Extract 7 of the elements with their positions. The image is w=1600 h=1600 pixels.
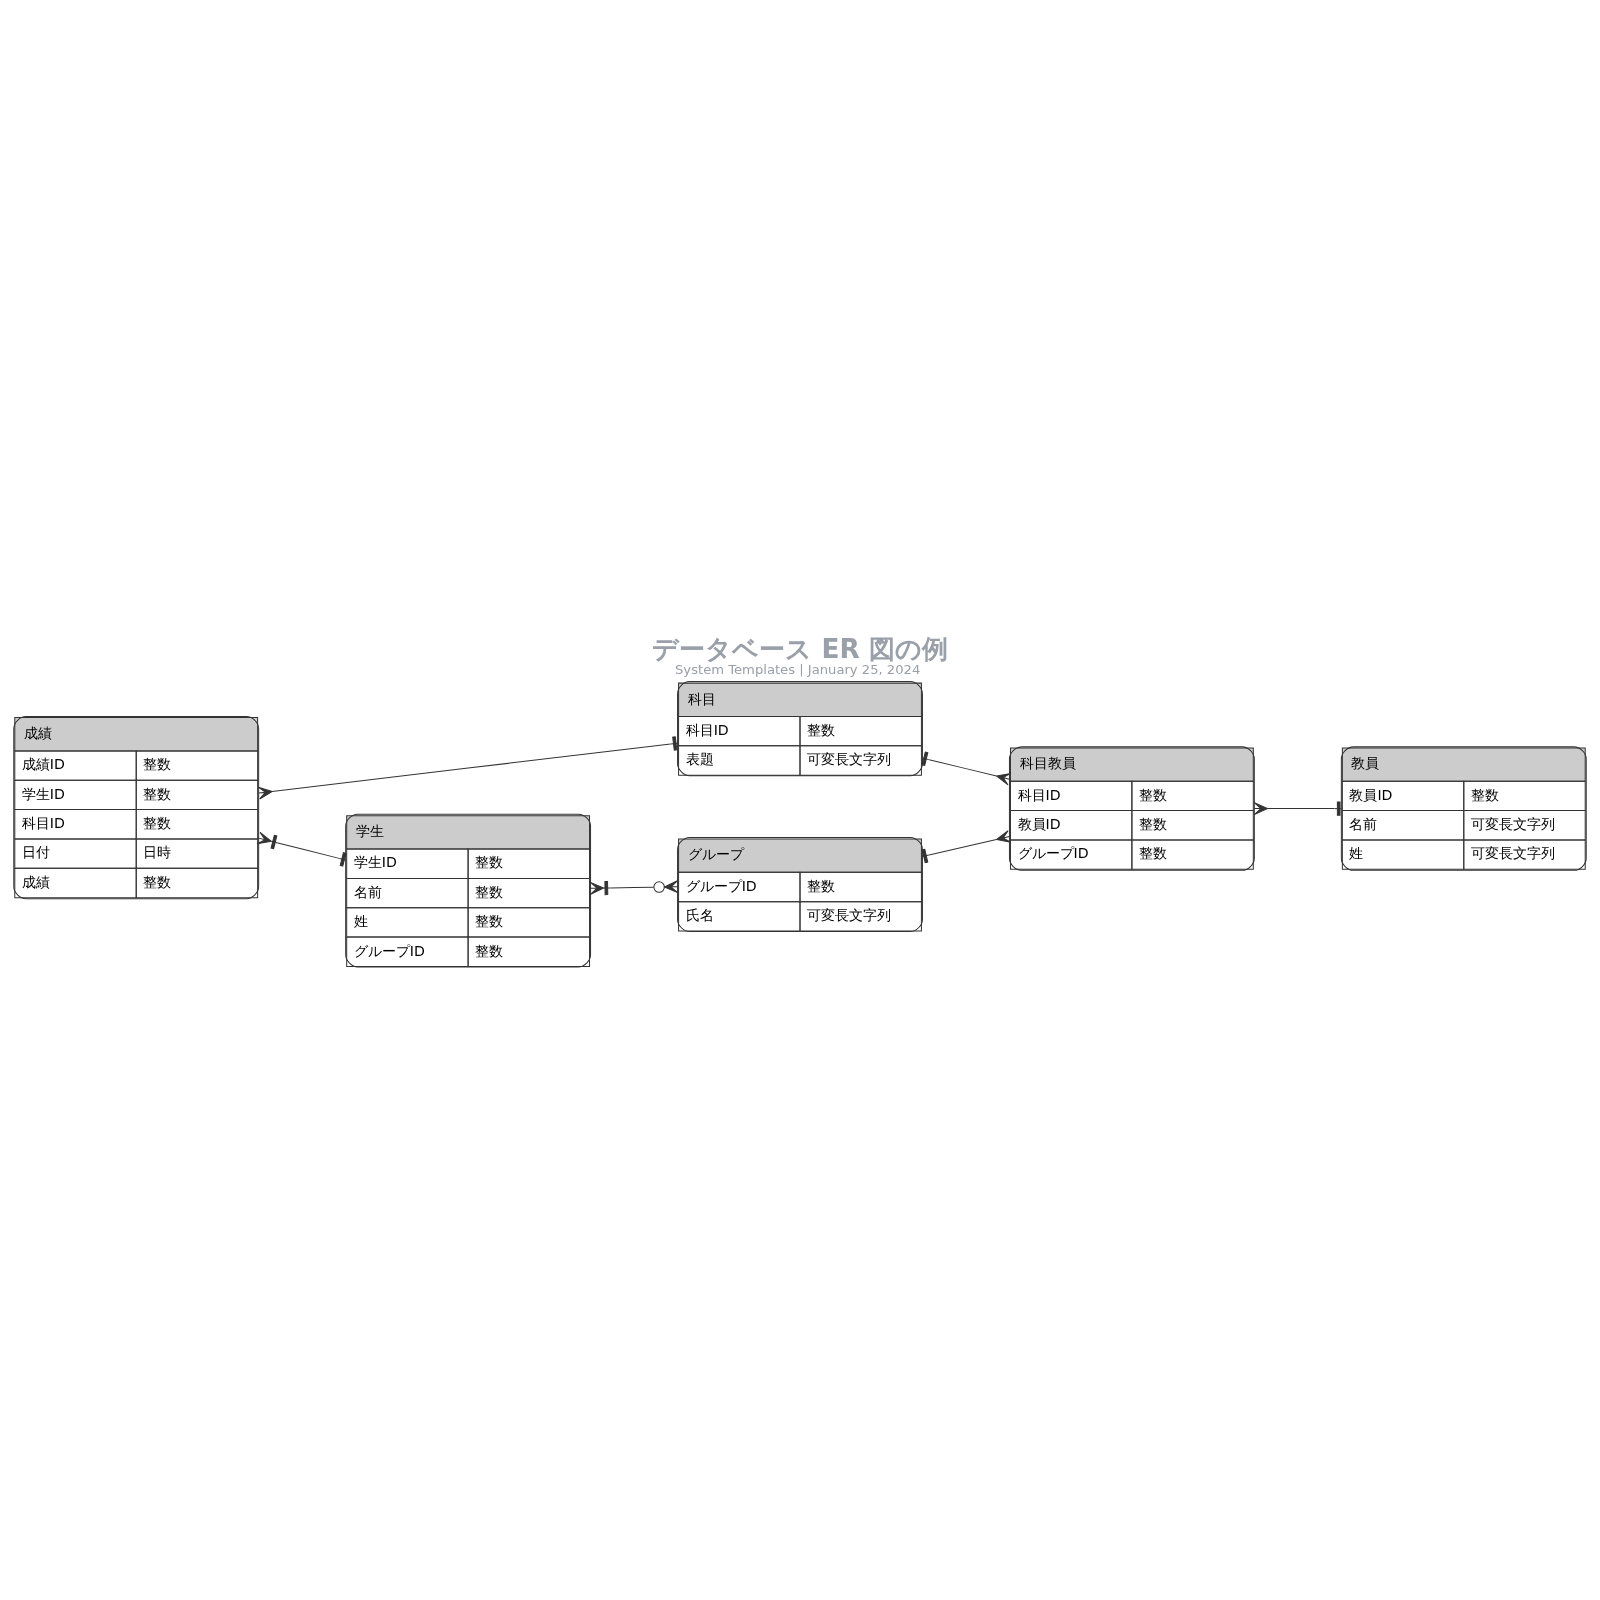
diagram-title: データベース ER 図の例	[652, 633, 948, 664]
connector	[257, 735, 678, 799]
connector	[589, 879, 679, 895]
caption: System Templates | January 25, 2024	[675, 661, 921, 677]
connector	[921, 829, 1012, 863]
connector	[256, 831, 347, 867]
connector	[921, 750, 1012, 785]
